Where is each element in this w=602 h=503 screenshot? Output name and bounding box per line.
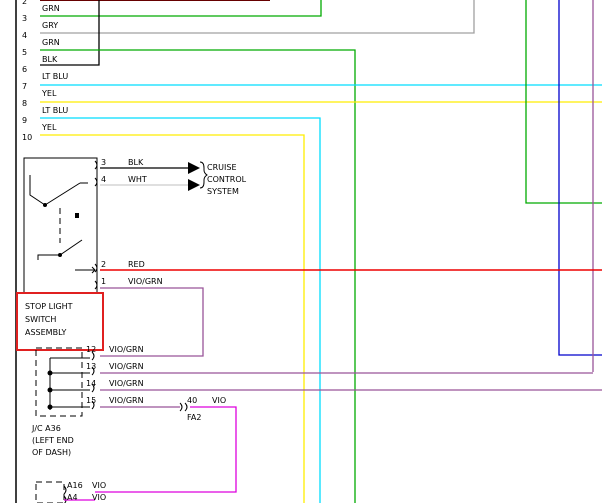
wire-grn-pin5	[40, 49, 356, 503]
jc-label-1: J/C A36	[31, 424, 61, 433]
top-pin-5: 5	[22, 48, 27, 57]
wire-grn-right	[525, 0, 602, 204]
arrow-blk	[188, 162, 200, 174]
fa2-connector	[179, 402, 188, 412]
switch-wire-blk: BLK	[128, 158, 144, 167]
wire-blue-right	[558, 0, 602, 356]
top-pin-8: 8	[22, 99, 27, 108]
switch-upper-blade	[44, 182, 81, 206]
arrow-wht	[188, 179, 200, 191]
top-wire-label: LT BLU	[42, 72, 68, 81]
stop-light-label-3: ASSEMBLY	[25, 328, 66, 337]
switch-pin-4: 4	[101, 175, 106, 184]
switch-connector-ticks	[94, 160, 98, 290]
fa2-wire: VIO	[212, 396, 226, 405]
cruise-label-1: CRUISE	[207, 163, 237, 172]
jc-wire-13: VIO/GRN	[109, 362, 144, 371]
top-pin-10: 10	[22, 133, 32, 142]
jc-pin-13: 13	[86, 362, 96, 371]
top-wire-label: GRN	[42, 38, 60, 47]
stop-light-label-2: SWITCH	[25, 315, 56, 324]
switch-upper-contact	[29, 175, 46, 206]
jc-pin-12: 12	[86, 345, 96, 354]
jc-wire-12: VIO/GRN	[109, 345, 144, 354]
switch-wire-wht: WHT	[128, 175, 147, 184]
wire-yel-pin10	[40, 134, 305, 503]
switch-lower-pivot	[58, 253, 62, 257]
cruise-brace	[199, 161, 208, 189]
switch-mid-stop	[75, 213, 79, 218]
top-wire-label: BLK	[42, 55, 58, 64]
top-connector-pins: 2 3 4 5 6 7 8 9 10 GRN GRY GRN BLK LT BLU YEL LT BLU YEL	[22, 0, 68, 142]
switch-wire-red: RED	[128, 260, 145, 269]
top-pin-7: 7	[22, 82, 27, 91]
switch-pin-1: 1	[101, 277, 106, 286]
switch-arrow	[91, 266, 96, 274]
top-pin-9: 9	[22, 116, 27, 125]
wire-grn-pin3	[40, 0, 322, 17]
bottom-connector	[35, 481, 95, 503]
wire-gry-pin4	[40, 0, 475, 34]
jc-connector-ticks	[91, 351, 95, 410]
top-wire-label: YEL	[41, 89, 57, 98]
switch-lower-contact	[37, 254, 60, 260]
junction-connector	[35, 347, 188, 417]
stop-light-switch	[23, 157, 208, 294]
top-wire-label: YEL	[41, 123, 57, 132]
top-pin-2: 2	[22, 0, 27, 6]
switch-body	[23, 157, 98, 294]
jc-wire-14: VIO/GRN	[109, 379, 144, 388]
wire-vio-fa2	[95, 406, 237, 493]
jc-label-3: OF DASH)	[32, 448, 71, 457]
wire-vio-grn-pin1	[100, 287, 204, 357]
fa2-name: FA2	[187, 413, 201, 422]
wire-blk-pin6	[40, 0, 100, 66]
switch-pin-3: 3	[101, 158, 106, 167]
jc-pin-14: 14	[86, 379, 96, 388]
top-wire-label: GRN	[42, 4, 60, 13]
switch-pin-2: 2	[101, 260, 106, 269]
cruise-label-2: CONTROL	[207, 175, 247, 184]
top-pin-3: 3	[22, 14, 27, 23]
cruise-label-3: SYSTEM	[207, 187, 239, 196]
bottom-wire-a16: VIO	[92, 481, 106, 490]
jc-pin-15: 15	[86, 396, 96, 405]
bottom-connector-body	[35, 481, 65, 503]
stop-light-label-1: STOP LIGHT	[25, 302, 73, 311]
top-pin-4: 4	[22, 31, 27, 40]
jc-body	[35, 347, 83, 417]
bottom-pin-a16: A16	[67, 481, 83, 490]
jc-wire-15: VIO/GRN	[109, 396, 144, 405]
stop-light-switch-highlight	[16, 292, 104, 351]
fa2-pin: 40	[187, 396, 197, 405]
top-wire-label: GRY	[42, 21, 58, 30]
top-wire-label: LT BLU	[42, 106, 68, 115]
switch-wire-vio-grn: VIO/GRN	[128, 277, 163, 286]
bottom-pin-a4: A4	[67, 493, 78, 502]
switch-upper-pivot	[43, 203, 47, 207]
jc-label-2: (LEFT END	[32, 436, 74, 445]
bottom-wire-a4: VIO	[92, 493, 106, 502]
switch-lower-blade	[59, 239, 83, 256]
wire-ltblu-pin9	[40, 117, 321, 503]
top-pin-6: 6	[22, 65, 27, 74]
